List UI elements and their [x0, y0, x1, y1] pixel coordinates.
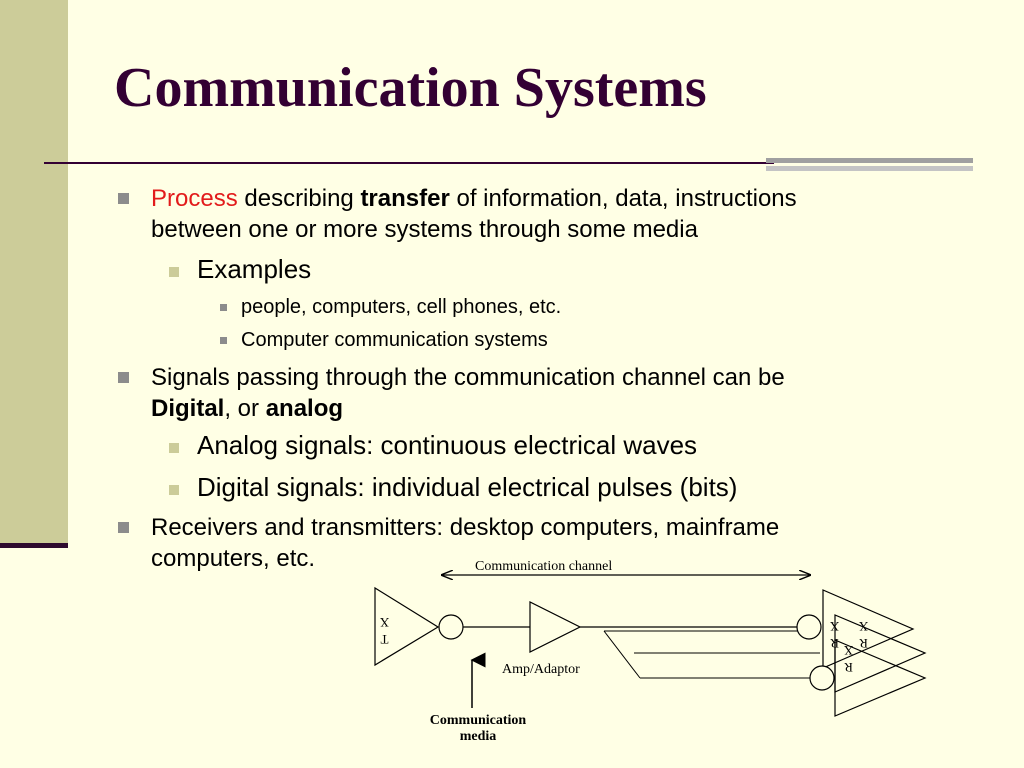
rx-label-1: RX [827, 617, 842, 651]
media-label-line2: media [459, 729, 497, 744]
amp-triangle [529, 601, 582, 653]
media-label: Communication media [414, 713, 542, 745]
rx-node-1 [796, 614, 822, 640]
analog-word: analog [265, 395, 344, 422]
bullet-receivers: Receivers and transmitters: desktop comp… [118, 512, 951, 574]
tx-triangle [374, 586, 440, 667]
bullet-process: Process describing transfer of informati… [118, 183, 951, 245]
bullet-process-line2: between one or more systems through some… [151, 216, 698, 243]
bullet-marker [169, 267, 179, 277]
bullet-marker [118, 193, 129, 204]
bullet-marker [220, 304, 227, 311]
branch-diagonal [603, 630, 641, 679]
media-label-line1: Communication [429, 713, 527, 728]
slide-title: Communication Systems [114, 57, 707, 119]
rx-node-2 [809, 665, 835, 691]
side-band-rule [0, 543, 68, 548]
bullet-text: Process describing transfer of informati… [151, 183, 951, 214]
computer-systems-item: Computer communication systems [241, 329, 548, 351]
title-bars [766, 158, 973, 171]
receivers-line1: Receivers and transmitters: desktop comp… [151, 514, 780, 541]
sub-bullet-examples: Examples [169, 254, 312, 285]
signals-line1: Signals passing through the communicatio… [151, 364, 785, 391]
digital-word: Digital [151, 395, 225, 422]
bullet-signals: Signals passing through the communicatio… [118, 362, 951, 424]
rx-label-3: RX [856, 617, 871, 651]
tx-node [438, 614, 464, 640]
rx-triangle-3 [834, 639, 927, 717]
receivers-line2: computers, etc. [151, 545, 316, 572]
bullet-marker [169, 485, 179, 495]
process-word: Process [151, 185, 238, 212]
rx-triangle-1 [822, 589, 915, 669]
digital-item: Digital signals: individual electrical p… [197, 472, 738, 502]
bullet-marker [169, 443, 179, 453]
sub-sub-bullet-people: people, computers, cell phones, etc. [220, 292, 562, 322]
bullet-marker [118, 372, 129, 383]
describing-word: describing [237, 185, 361, 212]
bullet-process-rest: of information, data, instructions [449, 185, 797, 212]
title-rule [44, 162, 774, 164]
transfer-word: transfer [360, 185, 450, 212]
side-band [0, 0, 68, 547]
tx-label: TX [377, 613, 392, 647]
bullet-marker [118, 522, 129, 533]
amp-label: Amp/Adaptor [502, 662, 580, 677]
or-word: , or [224, 395, 266, 422]
sub-bullet-analog: Analog signals: continuous electrical wa… [169, 430, 698, 461]
sub-bullet-digital: Digital signals: individual electrical p… [169, 472, 738, 503]
sub-sub-bullet-computer-systems: Computer communication systems [220, 325, 548, 355]
rx-label-2: RX [841, 641, 856, 675]
signals-line2: Digital, or analog [151, 393, 951, 424]
examples-label: Examples [197, 254, 312, 284]
channel-label: Communication channel [475, 559, 613, 574]
bullet-marker [220, 337, 227, 344]
people-item: people, computers, cell phones, etc. [241, 296, 562, 318]
analog-item: Analog signals: continuous electrical wa… [197, 430, 698, 460]
